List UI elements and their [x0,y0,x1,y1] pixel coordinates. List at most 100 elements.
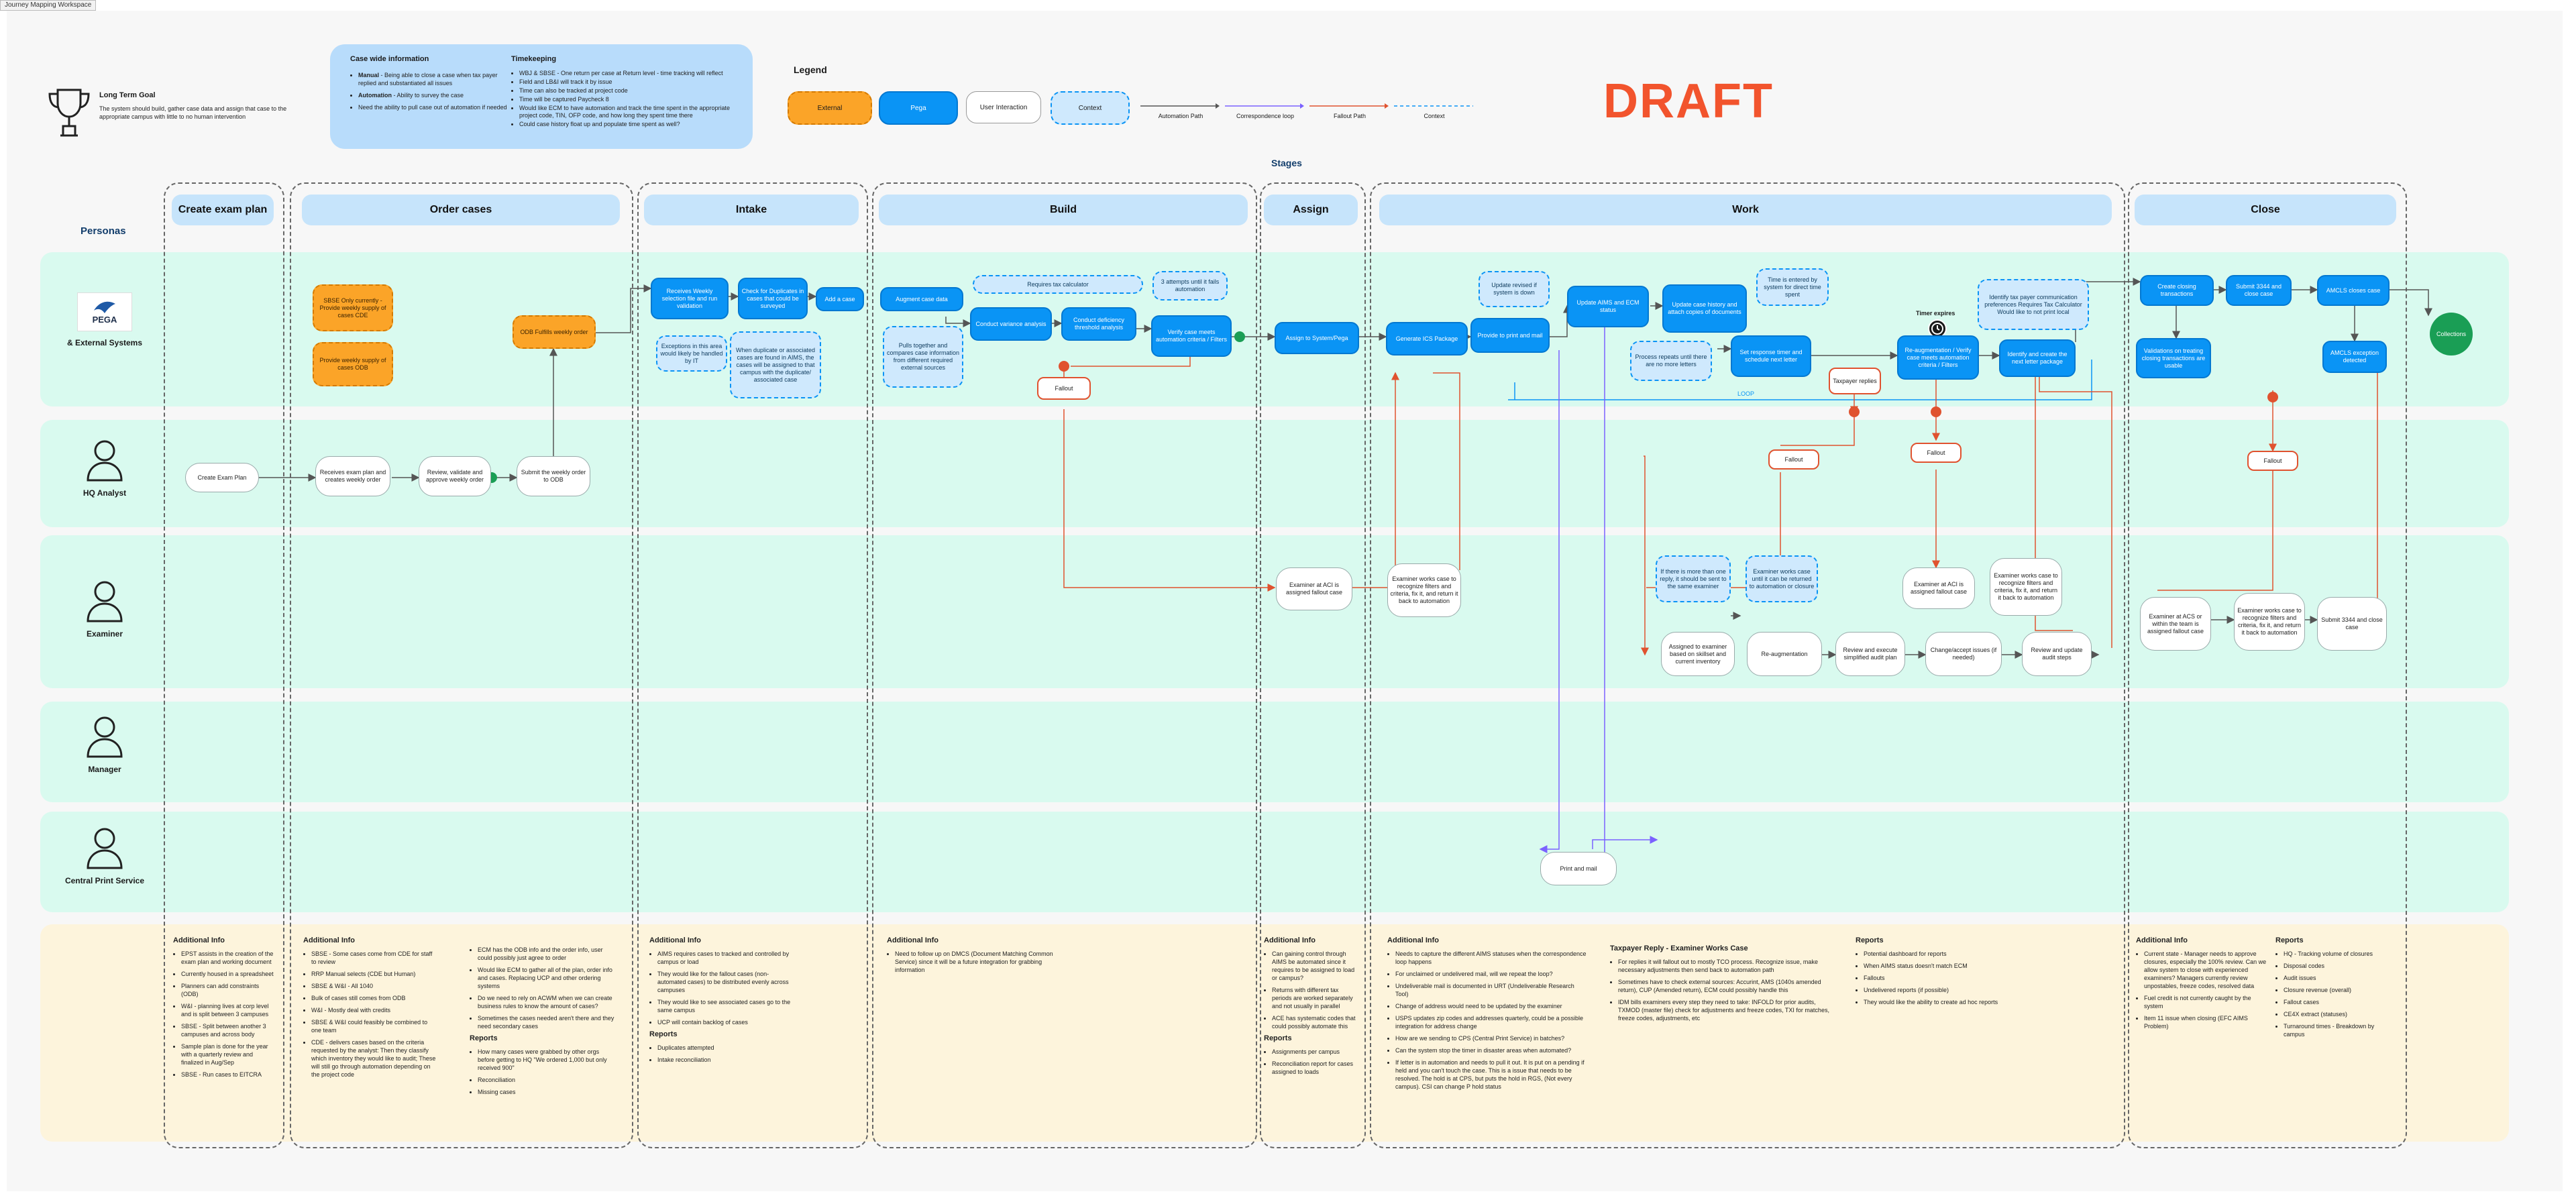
info-bullet: For replies it will fallout out to mostl… [1618,958,1831,974]
goal-title: Long Term Goal [99,91,156,99]
legend-context-line-label: Context [1424,113,1445,119]
node-taxpayer-replies[interactable]: Taxpayer replies [1829,368,1881,394]
node-odb-fulfills[interactable]: ODB Fulfills weekly order [513,315,596,349]
timekeeping-item: Would like ECM to have automation and tr… [519,105,739,119]
node-pulls-together: Pulls together and compares case informa… [883,326,963,388]
node-update-history[interactable]: Update case history and attach copies of… [1662,284,1747,333]
persona-examiner-name: Examiner [86,629,123,639]
node-generate-ics[interactable]: Generate ICS Package [1386,322,1468,356]
info-bullet: They would like for the fallout cases (n… [657,970,797,994]
info-bullet: Current state - Manager needs to approve… [2144,950,2270,990]
node-examiner-works-3[interactable]: Examiner works case to recognize filters… [1990,558,2062,616]
node-amcls-exception[interactable]: AMCLS exception detected [2322,341,2387,373]
node-examiner-works-close[interactable]: Examiner works case to recognize filters… [2234,593,2305,651]
node-provide-odb[interactable]: Provide weekly supply of cases ODB [313,342,393,386]
node-amcls-closes[interactable]: AMCLS closes case [2317,275,2390,306]
node-submit-order[interactable]: Submit the weekly order to ODB [517,456,590,496]
info-bullet: Assignments per campus [1272,1048,1358,1056]
person-icon [81,577,128,624]
info-order-title: Additional Info [303,936,355,944]
info-build-title: Additional Info [887,936,938,944]
info-intake: Additional Info AIMS requires cases to t… [649,936,797,1068]
info-bullet: Can the system stop the timer in disaste… [1395,1046,1589,1054]
node-validations[interactable]: Validations on treating closing transact… [2136,338,2211,378]
pega-logo-text: PEGA [92,314,117,325]
node-change-accept[interactable]: Change/accept issues (if needed) [1925,632,2002,676]
node-verify-case[interactable]: Verify case meets automation criteria / … [1151,315,1232,357]
casewide-title: Case wide information [350,55,429,63]
info-bullet: SBSE - Some cases come from CDE for staf… [311,950,437,966]
person-icon [81,436,128,483]
info-work-reply-title: Taxpayer Reply - Examiner Works Case [1610,944,1748,952]
node-provide-print[interactable]: Provide to print and mail [1470,318,1550,353]
node-collections[interactable]: Collections [2430,313,2473,356]
node-fallout-w2[interactable]: Fallout [1911,443,1962,463]
draft-stamp: DRAFT [1603,74,1774,128]
stage-column-work [1370,182,2125,1148]
stage-header-intake: Intake [644,195,859,225]
info-bullet: For unclaimed or undelivered mail, will … [1395,970,1589,978]
node-if-more: If there is more than one reply, it shou… [1656,555,1731,602]
lane-print [40,812,2509,912]
node-deficiency[interactable]: Conduct deficiency threshold analysis [1061,307,1136,341]
node-examiner-aci-assign[interactable]: Examiner at ACI is assigned fallout case [1276,567,1352,610]
info-bullet: Disposal codes [2284,962,2394,970]
casewide-item-text: - Ability to survey the case [392,92,464,99]
legend-user-label: User Interaction [979,103,1028,111]
info-bullet: Planners can add constraints (ODB) [181,982,274,998]
node-create-exam[interactable]: Create Exam Plan [185,463,259,492]
node-re-augment-pega[interactable]: Re-augmentation / Verify case meets auto… [1897,335,1979,380]
node-examiner-aci-close[interactable]: Examiner at ACS or within the team is as… [2140,597,2211,651]
node-identify-pref: Identify tax payer communication prefere… [1978,279,2089,330]
timekeeping-item: Could case history float up and populate… [519,121,739,128]
node-submit-3344[interactable]: Submit 3344 and close case [2226,275,2292,306]
node-fallout-w1[interactable]: Fallout [1768,449,1819,470]
node-review-execute[interactable]: Review and execute simplified audit plan [1835,632,1905,676]
node-update-aims[interactable]: Update AIMS and ECM status [1567,286,1649,327]
timekeeping-list: WBJ & SBSE - One return per case at Retu… [511,70,739,129]
canvas-tab[interactable]: Journey Mapping Workspace [0,0,97,11]
node-re-augmentation[interactable]: Re-augmentation [1747,632,1822,676]
node-assigned-examiner[interactable]: Assigned to examiner based on skillset a… [1661,632,1735,676]
node-identify-next[interactable]: Identify and create the next letter pack… [1999,339,2076,377]
info-bullet: HQ - Tracking volume of closures [2284,950,2394,958]
node-create-closing[interactable]: Create closing transactions [2140,275,2214,306]
legend-title: Legend [794,64,827,75]
lane-examiner [40,535,2509,688]
info-bullet: Currently housed in a spreadsheet [181,970,274,978]
info-work-reports: Reports Potential dashboard for reportsW… [1856,936,2043,1010]
info-close-reports-title: Reports [2275,936,2304,944]
node-check-dup[interactable]: Check for Duplicates in cases that could… [738,278,808,319]
trophy-icon [46,86,93,140]
pega-logo: PEGA [77,292,132,331]
node-review-update[interactable]: Review and update audit steps [2022,632,2092,676]
node-set-timer[interactable]: Set response timer and schedule next let… [1731,335,1811,377]
node-print-mail[interactable]: Print and mail [1540,852,1617,885]
casewide-item: Automation - Ability to survey the case [358,91,511,99]
node-add-case[interactable]: Add a case [816,287,864,311]
info-bullet: Reconciliation [478,1076,617,1084]
legend-external: External [788,91,872,125]
node-assign-pega[interactable]: Assign to System/Pega [1275,322,1359,354]
info-close-reports-list: HQ - Tracking volume of closuresDisposal… [2275,950,2394,1038]
info-bullet: Change of address would need to be updat… [1395,1002,1589,1010]
node-receives-plan[interactable]: Receives exam plan and creates weekly or… [315,456,390,496]
node-review-order[interactable]: Review, validate and approve weekly orde… [419,456,491,496]
node-variance[interactable]: Conduct variance analysis [970,307,1052,341]
node-receives-file[interactable]: Receives Weekly selection file and run v… [651,278,729,319]
timekeeping-item: Time can also be tracked at project code [519,87,739,95]
stage-header-assign: Assign [1264,195,1358,225]
node-sbse-cde[interactable]: SBSE Only currently - Provide weekly sup… [313,284,393,331]
node-three-attempts: 3 attempts until it fails automation [1152,271,1228,300]
node-examiner-aci-2[interactable]: Examiner at ACI is assigned fallout case [1902,567,1975,609]
info-bullet: Turnaround times - Breakdown by campus [2284,1022,2394,1038]
info-bullet: Returns with different tax periods are w… [1272,986,1358,1010]
casewide-item: Manual - Being able to close a case when… [358,71,511,87]
node-augment[interactable]: Augment case data [880,287,963,311]
node-submit-3344-exam[interactable]: Submit 3344 and close case [2317,597,2387,651]
node-fallout-close[interactable]: Fallout [2247,451,2298,471]
node-fallout-build[interactable]: Fallout [1037,377,1091,400]
stage-column-create-exam [164,182,284,1148]
info-bullet: Need to follow up on DMCS (Document Matc… [895,950,1061,974]
node-examiner-works-1[interactable]: Examiner works case to recognize filters… [1387,563,1461,617]
